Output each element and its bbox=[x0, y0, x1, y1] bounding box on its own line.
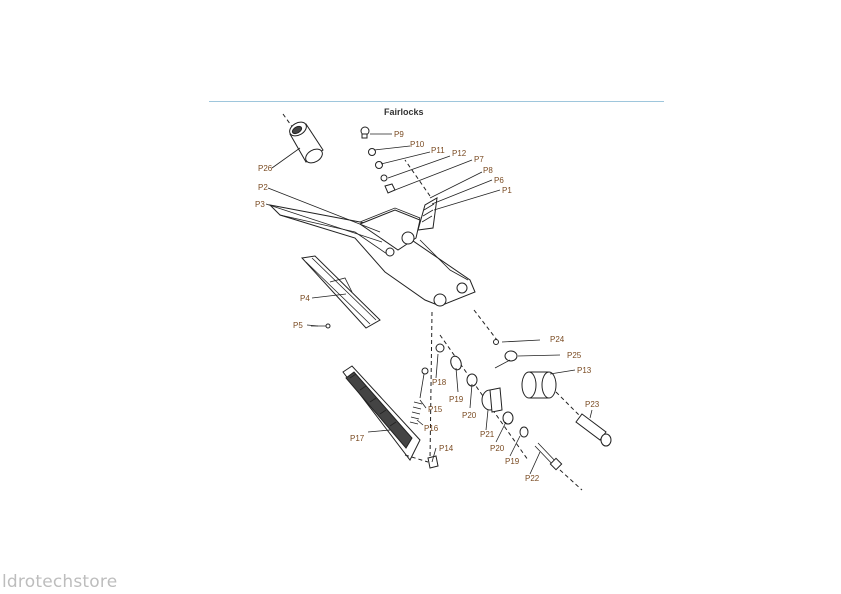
label-p4: P4 bbox=[300, 294, 310, 303]
label-p9: P9 bbox=[394, 130, 404, 139]
label-p22: P22 bbox=[525, 474, 540, 483]
label-p14: P14 bbox=[439, 444, 454, 453]
label-p20a: P20 bbox=[462, 411, 477, 420]
leader-lines bbox=[265, 133, 593, 475]
header-rule bbox=[209, 101, 664, 102]
label-p15: P15 bbox=[428, 405, 443, 414]
part-labels: P9 P10 P11 P12 P7 P8 P6 P1 P26 P2 P3 P4 … bbox=[255, 130, 600, 483]
label-p13: P13 bbox=[577, 366, 592, 375]
label-p6: P6 bbox=[494, 176, 504, 185]
label-p20b: P20 bbox=[490, 444, 505, 453]
label-p24: P24 bbox=[550, 335, 565, 344]
label-p12: P12 bbox=[452, 149, 467, 158]
right-side-parts-drawing bbox=[473, 309, 612, 447]
label-p7: P7 bbox=[474, 155, 484, 164]
watermark-text: ldrotechstore bbox=[2, 572, 118, 592]
diagram-title: Fairlocks bbox=[384, 107, 424, 117]
long-bolt-p22-drawing bbox=[534, 442, 583, 491]
bolt-spring-drawing bbox=[409, 311, 433, 461]
label-p18: P18 bbox=[432, 378, 447, 387]
label-p11: P11 bbox=[431, 146, 445, 155]
label-p19a: P19 bbox=[449, 395, 464, 404]
label-p19b: P19 bbox=[505, 457, 520, 466]
label-p17: P17 bbox=[350, 434, 365, 443]
label-p2: P2 bbox=[258, 183, 268, 192]
part-p26-drawing bbox=[282, 113, 324, 164]
pin-p5-drawing bbox=[311, 323, 331, 329]
label-p21: P21 bbox=[480, 430, 495, 439]
label-p16: P16 bbox=[424, 424, 439, 433]
bolt-nut-stack-drawing bbox=[360, 126, 396, 194]
rail-p4-drawing bbox=[301, 255, 381, 329]
rack-p17-drawing bbox=[342, 365, 421, 461]
label-p26: P26 bbox=[258, 164, 273, 173]
label-p23: P23 bbox=[585, 400, 600, 409]
label-p10: P10 bbox=[410, 140, 425, 149]
label-p8: P8 bbox=[483, 166, 493, 175]
label-p5: P5 bbox=[293, 321, 303, 330]
label-p25: P25 bbox=[567, 351, 582, 360]
upright-bracket-drawing bbox=[404, 159, 438, 231]
arm-assembly-drawing bbox=[268, 204, 476, 307]
label-p3: P3 bbox=[255, 200, 265, 209]
bushing-stack-drawing bbox=[435, 334, 529, 461]
label-p1: P1 bbox=[502, 186, 512, 195]
